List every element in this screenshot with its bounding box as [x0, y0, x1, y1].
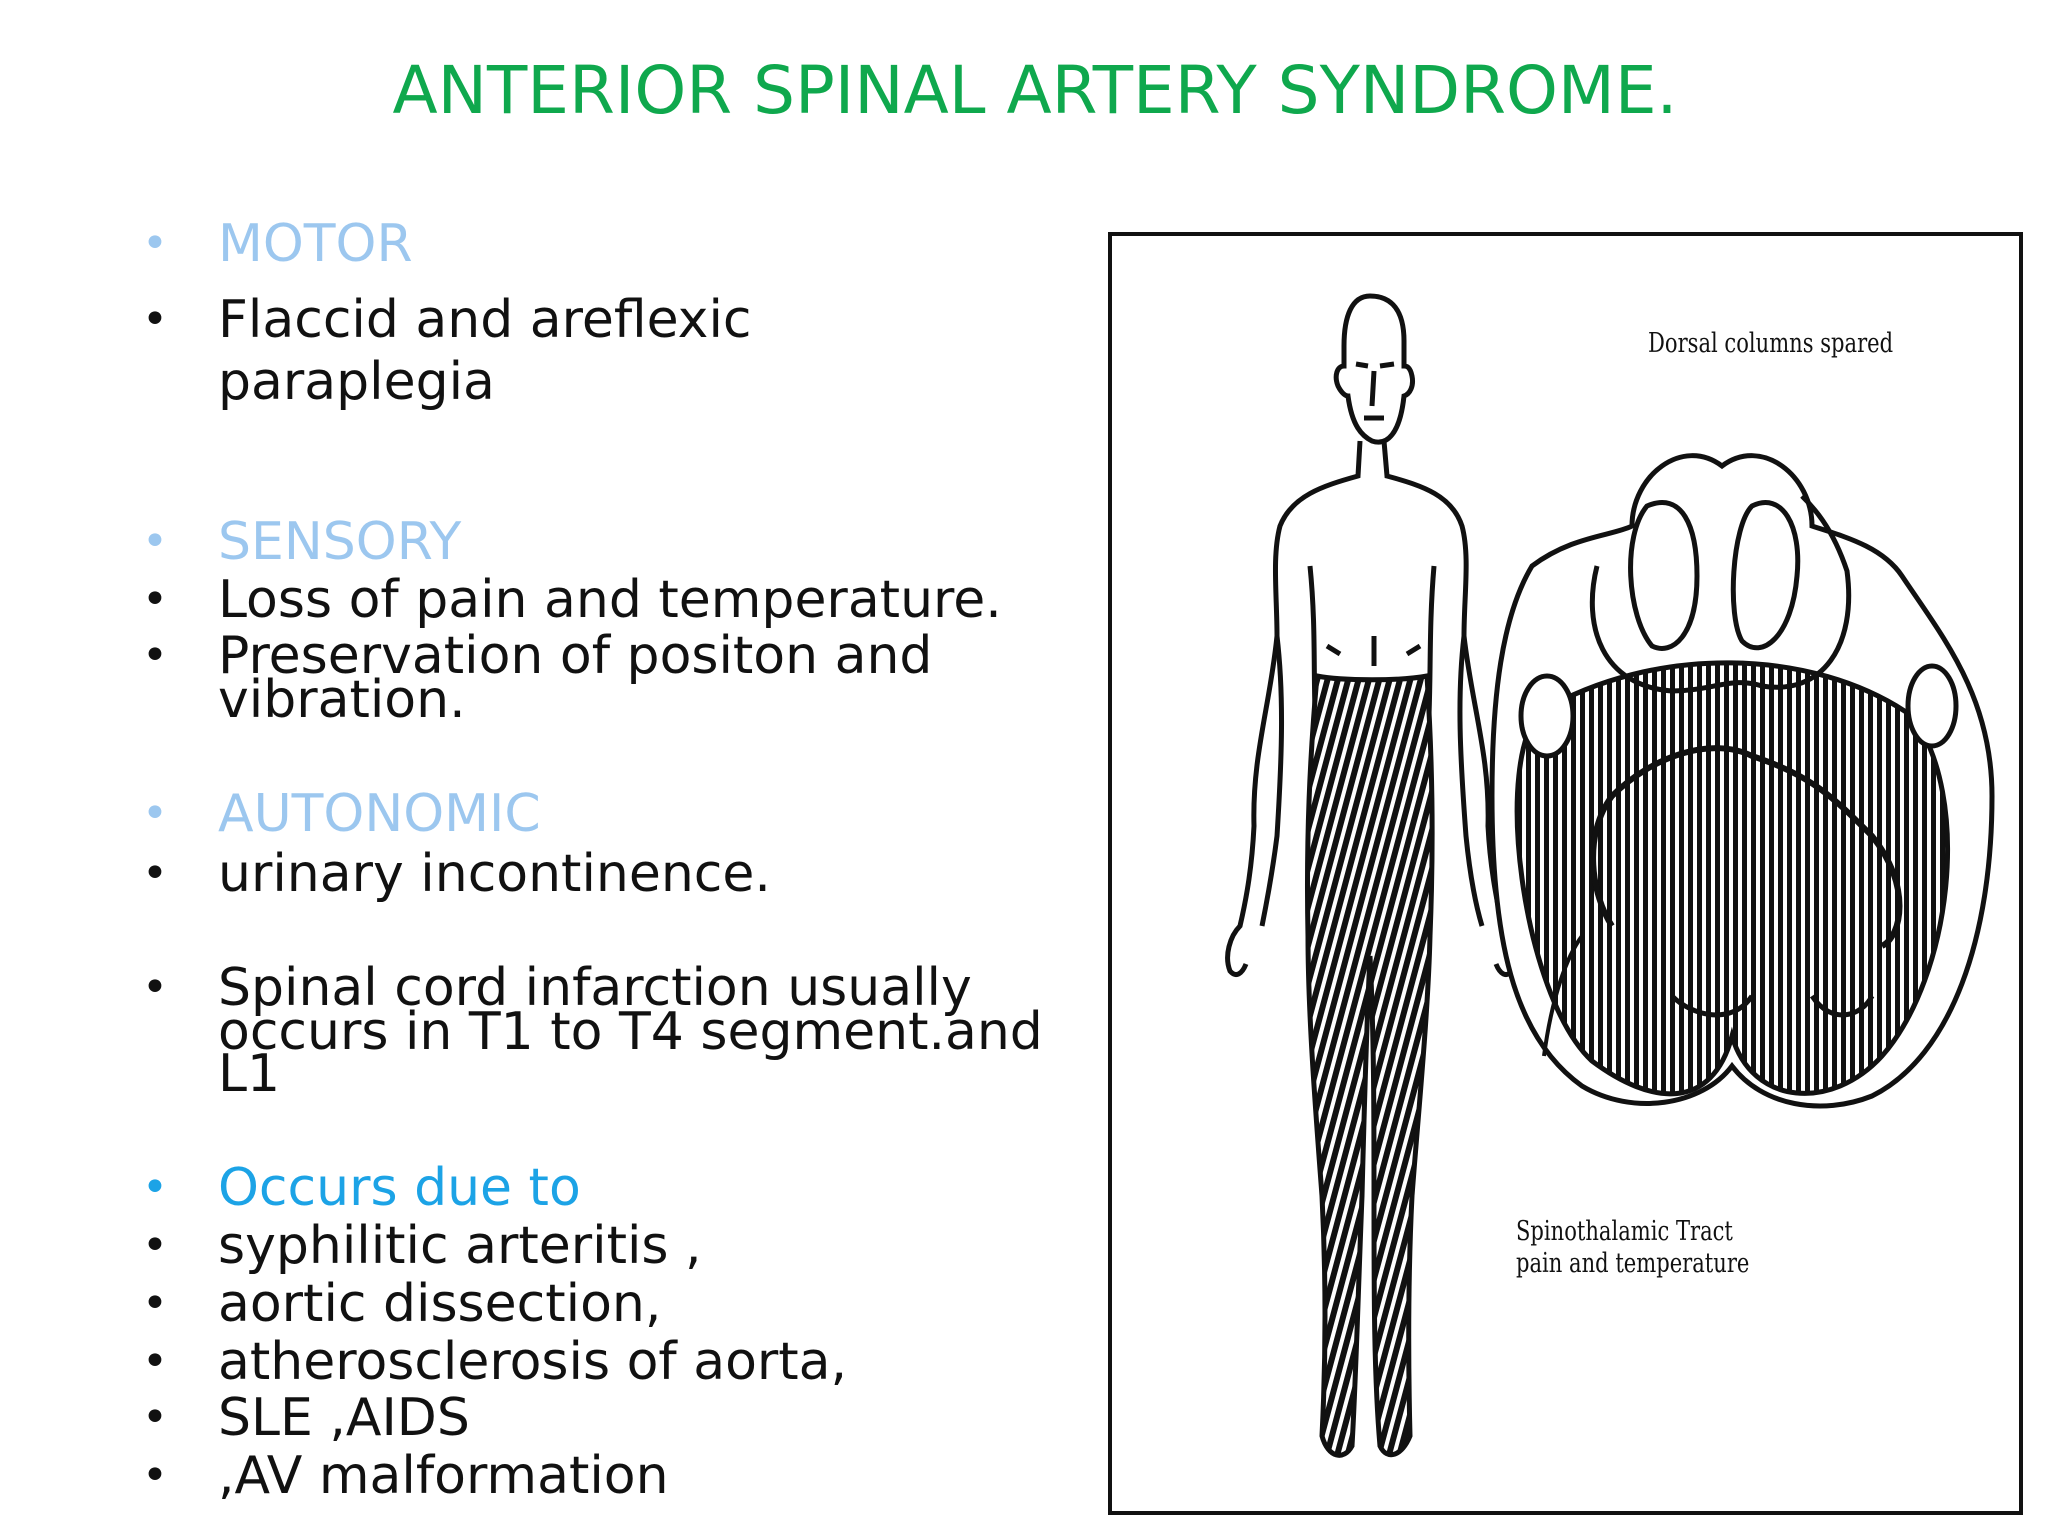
bullet-dot: •	[142, 788, 168, 839]
bullet-dot: •	[142, 1278, 168, 1329]
bullet-dot: •	[142, 630, 168, 681]
bullet-dot: •	[142, 962, 168, 1013]
body-silhouette	[1225, 293, 1517, 977]
bullet-dot: •	[142, 294, 168, 345]
slide-title: ANTERIOR SPINAL ARTERY SYNDROME.	[392, 52, 1678, 129]
bullet-dot: •	[142, 218, 168, 269]
spinal-cord-section	[1489, 453, 1995, 1109]
bullet-dot: •	[142, 1392, 168, 1443]
label-spinothalamic: Spinothalamic Tract	[1516, 1216, 1733, 1247]
label-dorsal-columns: Dorsal columns spared	[1648, 328, 1894, 359]
affected-lower-body	[1304, 672, 1435, 1458]
bullet-dot: •	[142, 1220, 168, 1271]
bullet-dot: •	[142, 848, 168, 899]
anatomy-figure: Dorsal columns spared Spinothalamic Trac…	[1108, 232, 2023, 1515]
bullet-list: • MOTOR • Flaccid and areflexic parapleg…	[142, 214, 1043, 1506]
bullet-dot: •	[142, 1450, 168, 1501]
bullet-dot: •	[142, 516, 168, 567]
figure-drawing	[1225, 293, 1995, 1458]
label-pain-temperature: pain and temperature	[1516, 1248, 1750, 1279]
bullet-dot: •	[142, 1162, 168, 1213]
bullet-dot: •	[142, 1336, 168, 1387]
bullet-dot: •	[142, 574, 168, 625]
